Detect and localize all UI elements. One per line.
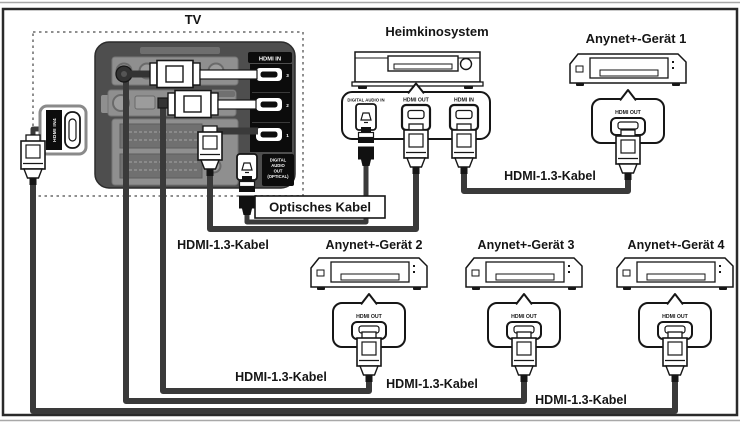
dao-line-4: (OPTICAL) bbox=[267, 174, 289, 179]
tv-label: TV bbox=[185, 12, 202, 27]
hdmi-in-strip-title: HDMI IN bbox=[259, 57, 281, 63]
hdmi-cable-label-4: HDMI-1.3-Kabel bbox=[386, 377, 478, 391]
hdmi-port-1: 1 bbox=[256, 128, 289, 141]
home-theater-optical-port bbox=[355, 103, 377, 131]
cable-hdmi-to-device4 bbox=[30, 180, 678, 414]
anynet-device-2-label: Anynet+-Gerät 2 bbox=[326, 238, 423, 252]
port-label-digital-audio-in: DIGITAL AUDIO IN bbox=[347, 98, 384, 103]
hdmi-cable-label-2: HDMI-1.3-Kabel bbox=[177, 238, 269, 252]
cable-hdmi-to-device3 bbox=[123, 77, 527, 404]
side-port-label: HDMI IN4 bbox=[52, 118, 58, 142]
hdmi-port-3: 3 bbox=[256, 68, 289, 81]
faded-panel-caption bbox=[140, 47, 220, 54]
anynet-device-1-label: Anynet+-Gerät 1 bbox=[586, 31, 687, 46]
cable-hdmi-tv-to-hometheater bbox=[207, 167, 419, 232]
cables bbox=[30, 77, 678, 414]
hdmi-port-3-number: 3 bbox=[286, 73, 289, 78]
hdmi-cable-label-1: HDMI-1.3-Kabel bbox=[504, 169, 596, 183]
side-hdmi-in4-port: HDMI IN4 bbox=[38, 104, 88, 156]
anynet-device-3-port-label: HDMI OUT bbox=[511, 314, 537, 320]
port-label-hdmi-out: HDMI OUT bbox=[403, 98, 429, 104]
optical-cable-label-box: Optisches Kabel bbox=[254, 195, 386, 219]
anynet-device-4-label: Anynet+-Gerät 4 bbox=[628, 238, 725, 252]
dao-line-3: OUT bbox=[274, 169, 283, 174]
cable-hdmi-hometheater-to-device1 bbox=[461, 167, 631, 194]
anynet-device-1-port-label: HDMI OUT bbox=[615, 110, 641, 116]
anynet-device-4-port-label: HDMI OUT bbox=[662, 314, 688, 320]
hdmi-dvi-adapter-1 bbox=[115, 59, 258, 89]
anynet-device-3-label: Anynet+-Gerät 3 bbox=[478, 238, 575, 252]
dao-line-1: DIGITAL bbox=[270, 158, 287, 163]
tv-dotted-region bbox=[32, 31, 304, 197]
anynet-device-1 bbox=[569, 53, 687, 87]
dao-line-2: AUDIO bbox=[271, 163, 285, 168]
digital-audio-out-box: DIGITAL AUDIO OUT (OPTICAL) bbox=[262, 154, 294, 186]
anynet-device-4 bbox=[616, 257, 734, 291]
cable-hdmi-to-device2 bbox=[160, 103, 372, 394]
hdmi-port-1-number: 1 bbox=[286, 133, 289, 138]
home-theater-label: Heimkinosystem bbox=[385, 24, 488, 39]
home-theater-device bbox=[351, 51, 484, 89]
hdmi-plug-tv-port1 bbox=[197, 125, 258, 177]
anynet-device-3 bbox=[465, 257, 583, 291]
optical-cable-label: Optisches Kabel bbox=[269, 200, 371, 215]
hdmi-port-2: 2 bbox=[256, 98, 289, 111]
port-label-hdmi-in: HDMI IN bbox=[454, 98, 474, 104]
hdmi-cable-label-3: HDMI-1.3-Kabel bbox=[235, 370, 327, 384]
hdmi-cable-label-5: HDMI-1.3-Kabel bbox=[535, 393, 627, 407]
anynet-device-2-port-label: HDMI OUT bbox=[356, 314, 382, 320]
hdmi-port-2-number: 2 bbox=[286, 103, 289, 108]
hdmi-dvi-adapter-2 bbox=[157, 89, 257, 119]
anynet-device-2 bbox=[310, 257, 428, 291]
